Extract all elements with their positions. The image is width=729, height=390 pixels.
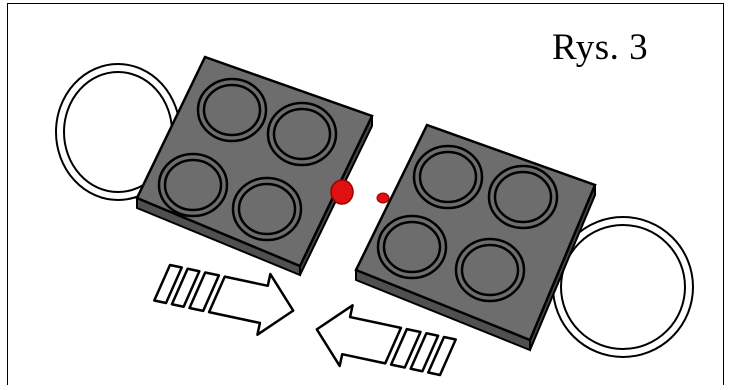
right-remote (354, 123, 694, 358)
remote-button-icon (196, 77, 268, 143)
remote-button-icon (231, 176, 303, 242)
remote-button-icon (157, 152, 229, 218)
led-icon (376, 192, 390, 204)
left-remote (55, 55, 374, 277)
remote-button-icon (376, 214, 448, 280)
remote-button-icon (454, 237, 526, 303)
figure-caption: Rys. 3 (552, 27, 649, 68)
remote-button-icon (412, 144, 484, 210)
remote-button-icon (487, 164, 559, 230)
figure-frame (7, 3, 724, 385)
led-icon (330, 179, 354, 205)
remote-button-icon (266, 101, 338, 167)
